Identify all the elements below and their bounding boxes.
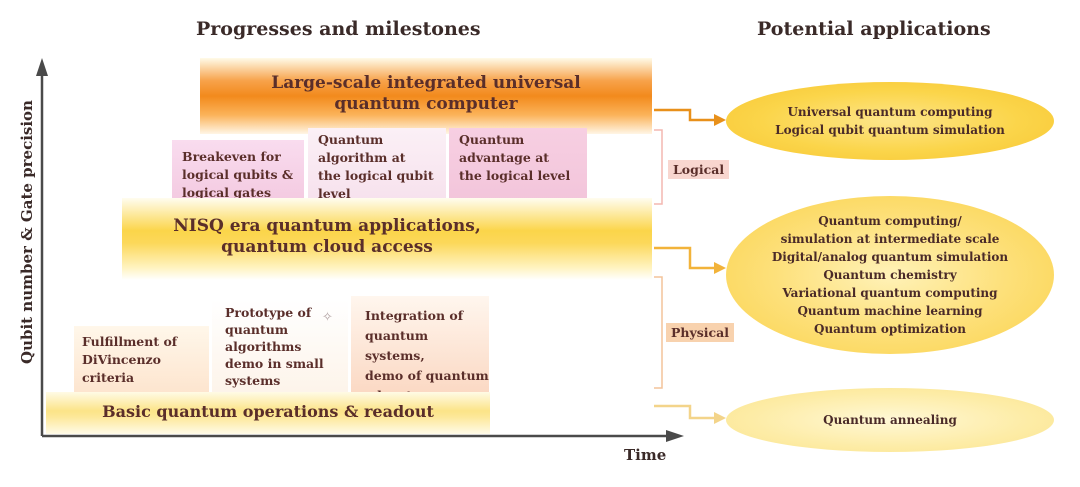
- band-large-scale-line1: Large-scale integrated universal: [271, 73, 581, 93]
- app-quantum-optimization: Quantum optimization: [814, 322, 966, 336]
- box-breakeven: Breakeven for logical qubits & logical g…: [172, 140, 304, 208]
- ellipse-nisq: Quantum computing/ simulation at interme…: [726, 196, 1054, 354]
- box-divincenzo-line1: Fulfillment of: [82, 334, 178, 349]
- box-logical-algorithm: Quantum algorithm at the logical qubit l…: [308, 128, 446, 208]
- band-nisq-line1: NISQ era quantum applications,: [173, 216, 481, 236]
- ellipse-annealing: Quantum annealing: [726, 388, 1054, 452]
- header-progresses: Progresses and milestones: [196, 18, 481, 40]
- band-large-scale-qc: Large-scale integrated universal quantum…: [200, 58, 652, 134]
- band-basic-label: Basic quantum operations & readout: [102, 402, 434, 421]
- box-logical-advantage-line3: the logical level: [459, 168, 571, 183]
- box-integration: Integration of quantum systems, demo of …: [351, 296, 489, 403]
- app-quantum-chemistry: Quantum chemistry: [823, 268, 957, 282]
- box-prototype-line1: Prototype of: [225, 305, 312, 320]
- band-nisq: NISQ era quantum applications, quantum c…: [122, 198, 652, 280]
- app-quantum-ml: Quantum machine learning: [797, 304, 983, 318]
- band-basic-operations: Basic quantum operations & readout: [46, 392, 490, 434]
- app-quantum-annealing: Quantum annealing: [823, 413, 957, 427]
- x-axis-arrowhead: [666, 430, 684, 442]
- physical-bracket: [654, 276, 663, 389]
- crosshair-cursor-icon: ✧: [322, 310, 333, 325]
- arrow-middle: [654, 246, 718, 270]
- axes-graphic: [36, 58, 684, 442]
- box-divincenzo-line3: criteria: [82, 370, 135, 385]
- band-large-scale-line2: quantum computer: [334, 94, 518, 114]
- box-logical-advantage: Quantum advantage at the logical level: [449, 128, 587, 208]
- box-integration-line3: demo of quantum: [365, 368, 489, 383]
- ellipse-universal: Universal quantum computing Logical qubi…: [726, 82, 1054, 160]
- box-logical-algorithm-line1: Quantum: [318, 132, 384, 147]
- app-qc-intermediate-1: Quantum computing/: [818, 214, 962, 228]
- connectors-graphic: [654, 108, 726, 424]
- y-axis-label: Qubit number & Gate precision: [18, 100, 36, 364]
- box-divincenzo-line2: DiVincenzo: [82, 352, 161, 367]
- arrow-bottom: [654, 404, 718, 420]
- box-breakeven-line1: Breakeven for: [182, 149, 281, 164]
- app-qc-intermediate-2: simulation at intermediate scale: [780, 232, 1000, 246]
- box-prototype: Prototype of quantum algorithms demo in …: [212, 300, 348, 392]
- arrow-top: [654, 108, 718, 122]
- app-logical-qubit-sim: Logical qubit quantum simulation: [775, 123, 1005, 137]
- app-universal-qc: Universal quantum computing: [787, 105, 993, 119]
- logical-bracket: [654, 129, 663, 205]
- band-nisq-line2: quantum cloud access: [221, 237, 433, 257]
- box-prototype-line4: demo in small: [225, 356, 324, 371]
- tag-physical: Physical: [666, 323, 734, 342]
- box-logical-algorithm-line4: level: [318, 186, 351, 201]
- arrow-bottom-head: [714, 412, 726, 424]
- y-axis-arrowhead: [36, 58, 48, 76]
- box-logical-algorithm-line3: the logical qubit: [318, 168, 434, 183]
- box-logical-advantage-line1: Quantum: [459, 132, 525, 147]
- app-digital-analog-sim: Digital/analog quantum simulation: [771, 250, 1009, 264]
- box-logical-algorithm-line2: algorithm at: [318, 150, 406, 165]
- box-integration-line1: Integration of: [365, 308, 464, 323]
- x-axis-label: Time: [624, 446, 667, 464]
- box-prototype-line3: algorithms: [225, 339, 302, 354]
- tag-logical: Logical: [668, 160, 730, 179]
- box-breakeven-line3: logical gates: [182, 185, 271, 200]
- app-variational-qc: Variational quantum computing: [782, 286, 998, 300]
- box-prototype-line2: quantum: [225, 322, 289, 337]
- box-prototype-line5: systems: [225, 373, 281, 388]
- box-logical-advantage-line2: advantage at: [459, 150, 550, 165]
- arrow-middle-head: [714, 262, 726, 274]
- box-divincenzo: Fulfillment of DiVincenzo criteria: [74, 326, 209, 392]
- box-breakeven-line2: logical qubits &: [182, 167, 294, 182]
- box-integration-line2: quantum systems,: [365, 328, 429, 363]
- header-applications: Potential applications: [757, 18, 991, 40]
- arrow-top-head: [714, 114, 726, 126]
